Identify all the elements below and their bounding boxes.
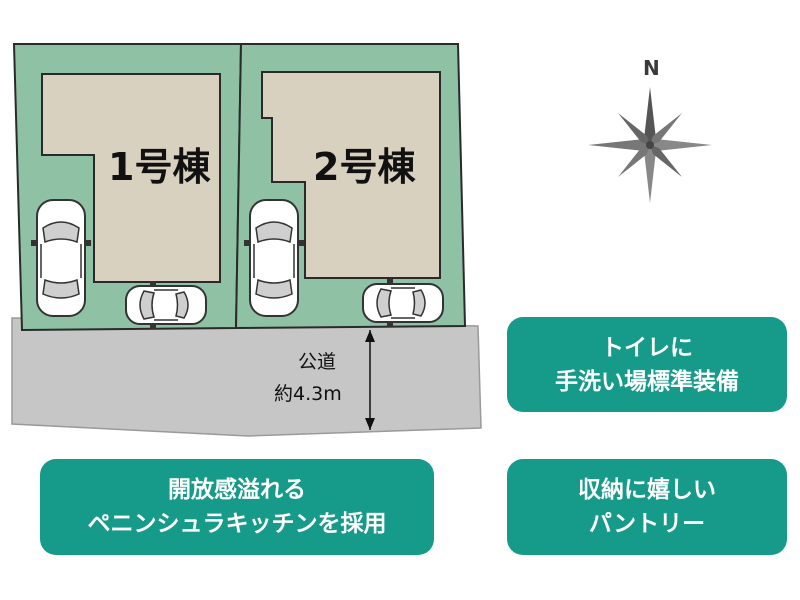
compass-north-label: N: [643, 56, 660, 80]
building-1: [41, 73, 221, 283]
road: [11, 317, 482, 437]
feature-badge-kitchen: 開放感溢れる ペニンシュラキッチンを採用: [40, 459, 434, 555]
car-lot2-horizontal: [362, 278, 444, 328]
road-width-dimension: [365, 330, 375, 430]
car-lot1-vertical: [30, 199, 92, 317]
building-2: [261, 71, 441, 279]
feature-badge-kitchen-line2: ペニンシュラキッチンを採用: [87, 511, 387, 537]
lot-1-label: 1号棟: [108, 145, 211, 189]
feature-badge-toilet-line2: 手洗い場標準装備: [555, 368, 739, 395]
road-width-label: 約4.3m: [274, 383, 342, 405]
car-lot2-vertical: [243, 199, 305, 317]
feature-badge-kitchen-line1: 開放感溢れる: [168, 477, 306, 503]
lot-2-label: 2号棟: [313, 145, 416, 189]
feature-badge-pantry-line1: 収納に嬉しい: [578, 477, 716, 503]
car-lot1-horizontal: [125, 280, 207, 330]
feature-badge-toilet: トイレに 手洗い場標準装備: [507, 317, 787, 412]
compass-rose-icon: [588, 87, 712, 203]
feature-badge-pantry-line2: パントリー: [588, 511, 706, 537]
feature-badge-toilet-line1: トイレに: [601, 334, 693, 361]
feature-badge-pantry: 収納に嬉しい パントリー: [507, 459, 787, 555]
road-label: 公道: [298, 351, 336, 373]
